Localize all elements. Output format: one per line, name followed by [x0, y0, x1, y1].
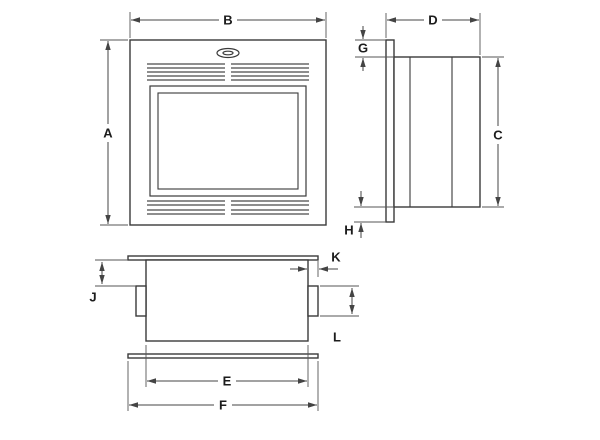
extension-line	[127, 361, 319, 411]
dimension-C: C	[482, 56, 504, 208]
top-right-louvers	[231, 63, 309, 81]
extension-line	[355, 39, 394, 58]
front-outline	[129, 39, 327, 226]
logo-oval-icon	[216, 47, 240, 59]
plan-left-tab	[135, 285, 147, 317]
dimension-label-H: H	[344, 223, 353, 238]
dimension-label-J: J	[89, 290, 96, 305]
dimension-label-B: B	[223, 13, 232, 28]
logo-oval-inner-icon	[222, 50, 234, 56]
side-body	[393, 56, 481, 208]
bottom-left-louvers	[147, 200, 225, 215]
dimension-F: F	[127, 361, 319, 413]
extension-line	[385, 13, 481, 55]
dimension-label-E: E	[223, 374, 232, 389]
front-view	[129, 39, 327, 226]
dimension-label-K: K	[331, 250, 341, 265]
extension-line	[320, 285, 359, 317]
bottom-right-louvers	[231, 200, 309, 215]
dimension-L: L	[320, 285, 359, 345]
dimension-A: A	[100, 39, 128, 226]
extension-line	[145, 345, 309, 387]
dimension-D: D	[385, 13, 481, 55]
plan-rear-flange-strip	[127, 353, 319, 359]
plan-body	[145, 259, 309, 342]
window-outer-frame	[149, 85, 307, 197]
side-front-flange	[385, 39, 395, 223]
window-inner-frame	[157, 92, 299, 190]
extension-line	[95, 259, 136, 287]
dimension-K: K	[290, 250, 341, 277]
dimension-G: G	[355, 26, 394, 71]
extension-line	[129, 12, 327, 38]
plan-view	[127, 255, 319, 359]
dimension-H: H	[344, 191, 394, 238]
top-left-louvers	[147, 63, 225, 81]
dimension-E: E	[145, 345, 309, 389]
dimension-B: B	[129, 12, 327, 38]
dimension-J: J	[89, 259, 136, 305]
dimension-label-C: C	[493, 128, 503, 143]
extension-line	[354, 206, 394, 223]
dimension-label-F: F	[219, 398, 227, 413]
dimension-label-A: A	[103, 126, 113, 141]
dimension-label-D: D	[428, 13, 437, 28]
dimension-label-L: L	[333, 330, 341, 345]
plan-right-tab	[307, 285, 319, 317]
side-view	[385, 39, 481, 223]
dimension-label-G: G	[358, 41, 368, 56]
extension-line	[482, 56, 504, 208]
extension-line	[100, 39, 128, 226]
